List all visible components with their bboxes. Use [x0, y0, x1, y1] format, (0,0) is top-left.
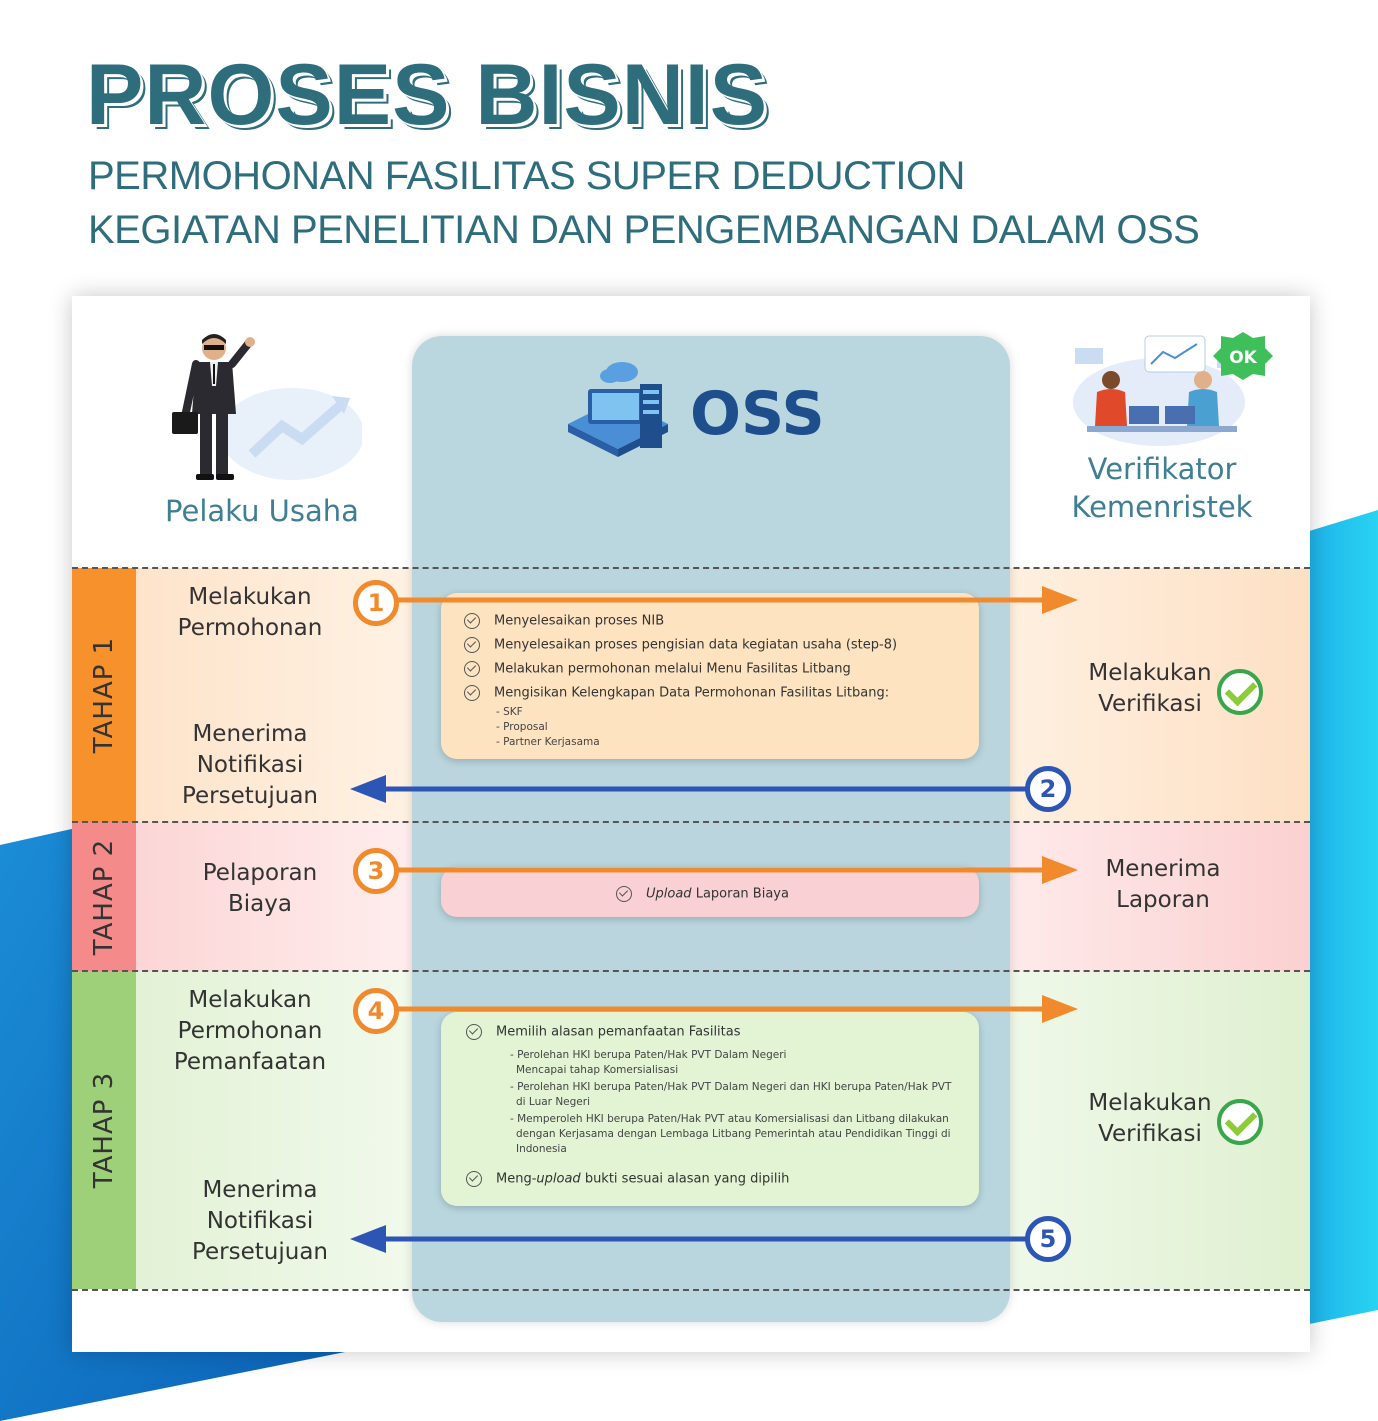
stage1-item: Mengisikan Kelengkapan Data Permohonan F…	[464, 685, 889, 701]
process-card: TAHAP 1 TAHAP 2 TAHAP 3 Pelaku Usaha	[72, 296, 1310, 1352]
stage1-left-top: Melakukan Permohonan	[158, 582, 342, 644]
stage2-item-italic: Upload	[646, 886, 692, 902]
check-icon	[464, 637, 480, 653]
stage1-bar: TAHAP 1	[72, 568, 136, 822]
stage2-bar: TAHAP 2	[72, 822, 136, 971]
arrow-head-step-5	[350, 1225, 386, 1253]
step-number-1: 1	[353, 580, 399, 626]
stage1-item: Menyelesaikan proses NIB	[464, 613, 664, 629]
text-line: Notifikasi	[206, 1208, 314, 1234]
stage3-item-text: Memilih alasan pemanfaatan Fasilitas	[496, 1024, 741, 1040]
ok-badge-text: OK	[1229, 348, 1257, 368]
stage3-subitem: Indonesia	[516, 1143, 567, 1155]
actor-right-label: Verifikator Kemenristek	[1042, 450, 1282, 526]
step-number-4: 4	[353, 988, 399, 1034]
text-line: Melakukan	[1088, 660, 1212, 686]
stage1-item: Menyelesaikan proses pengisian data kegi…	[464, 637, 897, 653]
text-line: Biaya	[228, 891, 292, 917]
stage3-subitem: - Perolehan HKI berupa Paten/Hak PVT Dal…	[510, 1049, 787, 1061]
stage3-subitem: dengan Kerjasama dengan Lembaga Litbang …	[516, 1128, 951, 1140]
text-line: Notifikasi	[196, 752, 304, 778]
check-icon	[464, 613, 480, 629]
server-icon	[568, 362, 668, 457]
flow-arrows	[350, 586, 1078, 1253]
separator	[72, 567, 1310, 569]
text-line: Permohonan	[177, 615, 323, 641]
stage3-subitem: Mencapai tahap Komersialisasi	[516, 1064, 679, 1076]
stage3-item2-text: bukti sesuai alasan yang dipilih	[580, 1171, 790, 1187]
stage3-right: Melakukan Verifikasi	[1078, 1088, 1222, 1150]
page-title: PROSES BISNIS	[86, 47, 769, 143]
stage3-subitem: - Memperoleh HKI berupa Paten/Hak PVT at…	[510, 1113, 949, 1125]
stage2-right: Menerima Laporan	[1088, 854, 1238, 916]
arrow-head-step-2	[350, 775, 386, 803]
page-subtitle-line1: PERMOHONAN FASILITAS SUPER DEDUCTION	[88, 154, 965, 198]
stage3-item2-italic: upload	[536, 1171, 581, 1187]
businessman-icon	[172, 334, 362, 480]
check-icon	[466, 1171, 482, 1187]
text-line: Pemanfaatan	[173, 1049, 327, 1075]
stage1-subitem: - SKF	[496, 706, 523, 718]
stage3-item: Meng-upload bukti sesuai alasan yang dip…	[466, 1171, 789, 1187]
stage2-item: Upload Laporan Biaya	[616, 886, 789, 902]
stage2-item-text: Laporan Biaya	[691, 886, 789, 902]
arrow-head-step-4	[1042, 995, 1078, 1023]
stage3-left-bottom: Menerima Notifikasi Persetujuan	[168, 1175, 352, 1268]
stage2-oss-box	[441, 867, 979, 917]
text-line: Persetujuan	[181, 783, 319, 809]
arrow-head-step-3	[1042, 856, 1078, 884]
actor-left-label: Pelaku Usaha	[165, 494, 359, 528]
separator	[72, 1289, 1310, 1291]
check-icon	[616, 886, 632, 902]
check-icon	[466, 1024, 482, 1040]
stage3-subitem: - Perolehan HKI berupa Paten/Hak PVT Dal…	[510, 1081, 952, 1093]
stage1-subitem: - Proposal	[496, 721, 548, 733]
stage1-right: Melakukan Verifikasi	[1078, 658, 1222, 720]
stage3-left-top: Melakukan Permohonan Pemanfaatan	[158, 985, 342, 1078]
actor-right-line1: Verifikator	[1087, 452, 1237, 486]
stage3-subitem: di Luar Negeri	[516, 1096, 591, 1108]
text-line: Menerima	[1105, 856, 1221, 882]
text-line: Verifikasi	[1098, 1121, 1202, 1147]
verifier-team-icon: OK	[1073, 332, 1273, 446]
oss-logo-text: OSS	[690, 379, 825, 449]
stage1-item-text: Menyelesaikan proses pengisian data kegi…	[494, 637, 898, 653]
stage1-left-bottom: Menerima Notifikasi Persetujuan	[158, 719, 342, 812]
stage1-oss-box	[441, 593, 979, 759]
stage1-subitem: - Partner Kerjasama	[496, 736, 600, 748]
step-number-2: 2	[1025, 766, 1071, 812]
text-line: Melakukan	[1088, 1090, 1212, 1116]
stage3-bar: TAHAP 3	[72, 971, 136, 1289]
stage1-item-text: Menyelesaikan proses NIB	[494, 613, 665, 629]
step-number-3: 3	[353, 848, 399, 894]
stage3-item: Memilih alasan pemanfaatan Fasilitas	[466, 1024, 741, 1040]
text-line: Persetujuan	[191, 1239, 329, 1265]
stage2-left: Pelaporan Biaya	[168, 858, 352, 920]
text-line: Menerima	[192, 721, 308, 747]
separator	[72, 821, 1310, 823]
stage1-item: Melakukan permohonan melalui Menu Fasili…	[464, 661, 851, 677]
page-subtitle-line2: KEGIATAN PENELITIAN DAN PENGEMBANGAN DAL…	[88, 208, 1200, 252]
check-icon	[464, 685, 480, 701]
separator	[72, 970, 1310, 972]
actor-right-line2: Kemenristek	[1071, 490, 1253, 524]
text-line: Menerima	[202, 1177, 318, 1203]
text-line: Pelaporan	[202, 860, 318, 886]
check-icon	[464, 661, 480, 677]
verified-check-icon	[1217, 669, 1263, 715]
text-line: Permohonan	[177, 1018, 323, 1044]
text-line: Melakukan	[188, 584, 312, 610]
stage1-item-text: Mengisikan Kelengkapan Data Permohonan F…	[494, 685, 890, 701]
text-line: Laporan	[1116, 887, 1210, 913]
stage3-oss-box	[441, 1012, 979, 1206]
text-line: Melakukan	[188, 987, 312, 1013]
stage3-item2-pre: Meng-	[496, 1171, 537, 1187]
step-number-5: 5	[1025, 1216, 1071, 1262]
stage1-item-text: Melakukan permohonan melalui Menu Fasili…	[494, 661, 851, 677]
arrow-head-step-1	[1042, 586, 1078, 614]
text-line: Verifikasi	[1098, 691, 1202, 717]
verified-check-icon	[1217, 1099, 1263, 1145]
